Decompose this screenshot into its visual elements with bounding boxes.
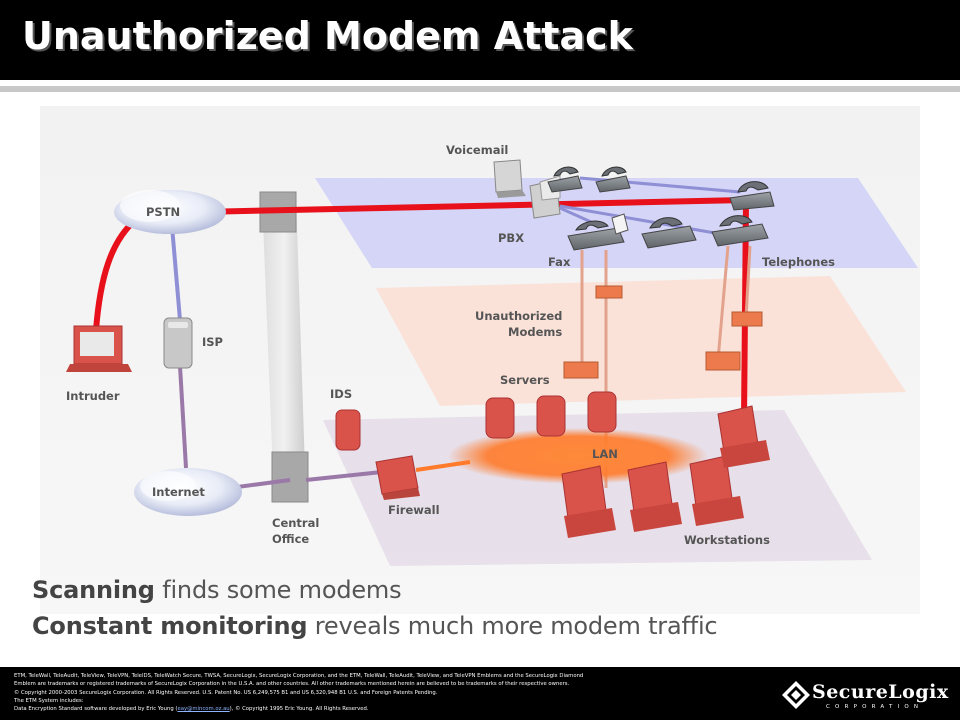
fax-machine-icon (567, 213, 629, 251)
internet-line (178, 365, 188, 469)
header-black-band (0, 0, 960, 80)
label-pbx: PBX (498, 231, 524, 245)
server-icon-2 (536, 395, 566, 437)
label-workstations: Workstations (684, 533, 770, 547)
telephone-icon-2 (595, 166, 631, 193)
firewall-lan-line (415, 460, 471, 472)
modem-box-2 (563, 361, 599, 379)
modem-line-3 (716, 245, 730, 361)
legal-line-5-prefix: Data Encryption Standard software develo… (14, 706, 178, 713)
label-fax: Fax (548, 255, 571, 269)
pbx-phone-line-3 (559, 204, 733, 238)
telephone-icon-5 (711, 215, 769, 247)
label-servers: Servers (500, 373, 550, 387)
label-isp: ISP (202, 335, 223, 349)
telephone-icon-1 (547, 166, 583, 193)
label-unauthorized-modems-1: Unauthorized (475, 309, 562, 323)
diamond-emblem-icon (782, 681, 810, 709)
bullet-2-text: reveals much more modem traffic (307, 612, 718, 640)
logo-wordmark: SecureLogix (812, 681, 949, 703)
server-icon-1 (485, 397, 515, 439)
label-intruder: Intruder (66, 389, 120, 403)
isp-device-icon (163, 317, 193, 369)
securelogix-logo: SecureLogix CORPORATION (782, 679, 952, 715)
modem-plane (376, 276, 906, 406)
label-unauthorized-modems-2: Modems (508, 325, 562, 339)
legal-notice: ETM, TeleWall, TeleAudit, TeleView, Tele… (14, 672, 754, 713)
central-office-bottom-box (271, 451, 309, 503)
bullet-1-text: finds some modems (154, 576, 402, 604)
header-rule (0, 86, 960, 92)
workstation-icon-2 (627, 461, 682, 532)
voicemail-unit-icon (493, 159, 526, 198)
intruder-line (93, 215, 141, 333)
bullet-scanning: Scanning finds some modems (32, 576, 402, 604)
slide-title: Unauthorized Modem Attack (22, 14, 633, 58)
internet-cloud-icon (134, 468, 242, 516)
workstation-icon-3 (689, 455, 744, 526)
ids-device-icon (335, 409, 361, 451)
label-lan: LAN (592, 447, 618, 461)
label-ids: IDS (330, 387, 352, 401)
telephone-icon-4 (641, 217, 697, 249)
server-icon-3 (587, 391, 617, 433)
slide-footer: ETM, TeleWall, TeleAudit, TeleView, Tele… (0, 667, 960, 720)
modem-box-4 (705, 351, 741, 371)
label-firewall: Firewall (388, 503, 440, 517)
central-office-tower (262, 196, 306, 500)
legal-line-4: The ETM System includes: (14, 697, 84, 704)
legal-line-5-suffix: ), © Copyright 1995 Eric Young. All Righ… (229, 706, 369, 713)
modem-box-3 (731, 311, 763, 327)
label-voicemail: Voicemail (446, 143, 508, 157)
workstation-icon-4 (717, 405, 770, 468)
modem-line-4 (744, 245, 752, 319)
label-central-office-1: Central (272, 516, 319, 530)
firewall-icon (375, 455, 420, 500)
bullet-monitoring: Constant monitoring reveals much more mo… (32, 612, 718, 640)
slide-header: Unauthorized Modem Attack (0, 0, 960, 96)
legal-line-3: © Copyright 2000-2003 SecureLogix Corpor… (14, 689, 438, 696)
label-central-office-2: Office (272, 532, 309, 546)
label-pstn: PSTN (146, 205, 180, 219)
telephone-icon-3 (729, 181, 775, 211)
author-email-link[interactable]: eay@mincom.oz.au (177, 706, 230, 713)
isp-line (170, 225, 182, 321)
legal-line-5: Data Encryption Standard software develo… (14, 705, 754, 713)
logo-subtitle: CORPORATION (826, 704, 924, 710)
workstation-icon-1 (561, 465, 616, 538)
label-internet: Internet (152, 485, 205, 499)
co-firewall-line (305, 470, 383, 482)
legal-line-1: ETM, TeleWall, TeleAudit, TeleView, Tele… (14, 673, 584, 679)
pstn-trunk-line (199, 197, 746, 215)
label-telephones: Telephones (762, 255, 835, 269)
bullet-2-bold: Constant monitoring (32, 612, 308, 640)
intruder-computer-icon (66, 325, 132, 372)
bullet-1-bold: Scanning (32, 576, 155, 604)
pstn-cloud-icon (114, 190, 226, 234)
legal-line-2: Emblem are trademarks or registered trad… (14, 681, 570, 688)
modem-box-1 (595, 285, 623, 299)
